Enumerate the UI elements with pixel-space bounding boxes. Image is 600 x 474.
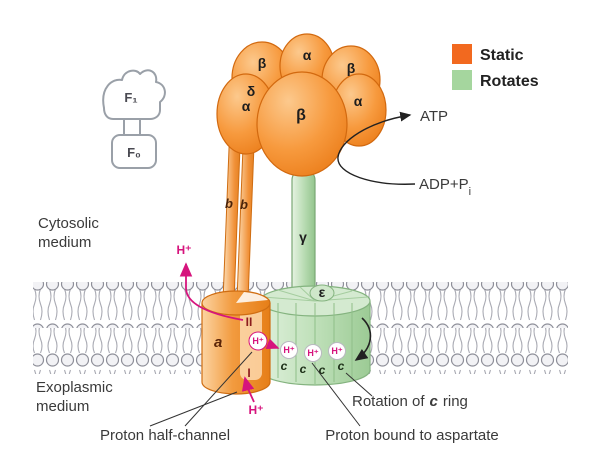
f1-inset-label: F₁ — [124, 90, 137, 105]
subunit-label-alpha-2: α — [242, 98, 251, 114]
h-plus-bound-1: H⁺ — [283, 345, 294, 355]
half-channel-i-label: I — [247, 366, 250, 380]
legend-static-label: Static — [480, 47, 524, 64]
subunit-label-delta: δ — [247, 83, 256, 99]
cytosolic-medium-label-line2: medium — [38, 234, 91, 251]
subunit-label-c-3: c — [319, 363, 326, 377]
subunit-label-c-4: c — [338, 359, 345, 373]
c-ring: c c c c — [259, 285, 372, 386]
subunit-label-alpha-1: α — [303, 47, 312, 63]
legend-rotates-label: Rotates — [480, 73, 539, 90]
a-subunit: a II I — [201, 290, 271, 395]
c-subunit-dividers — [277, 303, 353, 384]
proton-path: H⁺ H⁺ H⁺ — [177, 243, 280, 417]
subunit-label-a: a — [214, 334, 222, 351]
subunit-label-c-2: c — [300, 362, 307, 376]
proton-bound-aspartate-label: Proton bound to aspartate — [325, 427, 498, 444]
subunit-label-beta-1: β — [258, 55, 267, 71]
region-labels: Cytosolic medium Exoplasmic medium — [36, 215, 113, 415]
proton-transfer-arrow — [265, 338, 280, 350]
epsilon-subunit: ε — [309, 284, 335, 302]
callouts: Proton half-channel Proton bound to aspa… — [100, 351, 499, 444]
inset-neck — [123, 118, 141, 136]
catalysis-arrow — [337, 111, 416, 185]
subunit-label-c-1: c — [281, 359, 288, 373]
legend: Static Rotates — [452, 44, 539, 90]
proton-exit-arrow — [179, 262, 244, 321]
half-channel-ii-label: II — [246, 315, 253, 329]
a-top-notch — [236, 292, 268, 303]
catalysis-annotation: ATP ADP+Pi — [337, 108, 471, 198]
f1-head: β α β δ α α β — [216, 33, 387, 177]
h-plus-bound-3: H⁺ — [331, 346, 342, 356]
subunit-label-gamma: γ — [299, 229, 307, 245]
subunit-label-beta-2: β — [347, 60, 356, 76]
legend-rotates-swatch — [452, 70, 472, 90]
f0-inset-shape — [111, 134, 157, 169]
exoplasmic-medium-label-line2: medium — [36, 398, 89, 415]
legend-static-swatch — [452, 44, 472, 64]
h-plus-bound-2: H⁺ — [307, 348, 318, 358]
rotation-arrow — [354, 317, 372, 361]
gamma-stalk: γ — [291, 169, 316, 299]
cytosolic-medium-label-line1: Cytosolic — [38, 215, 99, 232]
bound-protons: H⁺ H⁺ H⁺ — [280, 341, 346, 362]
adp-pi-label: ADP+Pi — [419, 176, 471, 198]
exoplasmic-medium-label-line1: Exoplasmic — [36, 379, 113, 396]
subunit-label-b-2: b — [240, 197, 248, 212]
proton-entry-arrow — [241, 376, 255, 403]
f0-inset-label: F₀ — [127, 145, 141, 160]
subunit-label-alpha-3: α — [354, 93, 363, 109]
proton-half-channel-label: Proton half-channel — [100, 427, 230, 444]
beta-subunit-front-center — [256, 71, 348, 177]
h-plus-transfer: H⁺ — [252, 336, 263, 346]
subunit-label-b-1: b — [225, 196, 233, 211]
h-plus-cytosolic: H⁺ — [177, 243, 192, 257]
atp-label: ATP — [420, 108, 448, 125]
subunit-label-beta-3: β — [296, 107, 306, 124]
f1-f0-inset: F₁ F₀ — [102, 69, 166, 169]
subunit-label-epsilon: ε — [319, 284, 326, 300]
h-plus-exoplasmic: H⁺ — [249, 403, 264, 417]
